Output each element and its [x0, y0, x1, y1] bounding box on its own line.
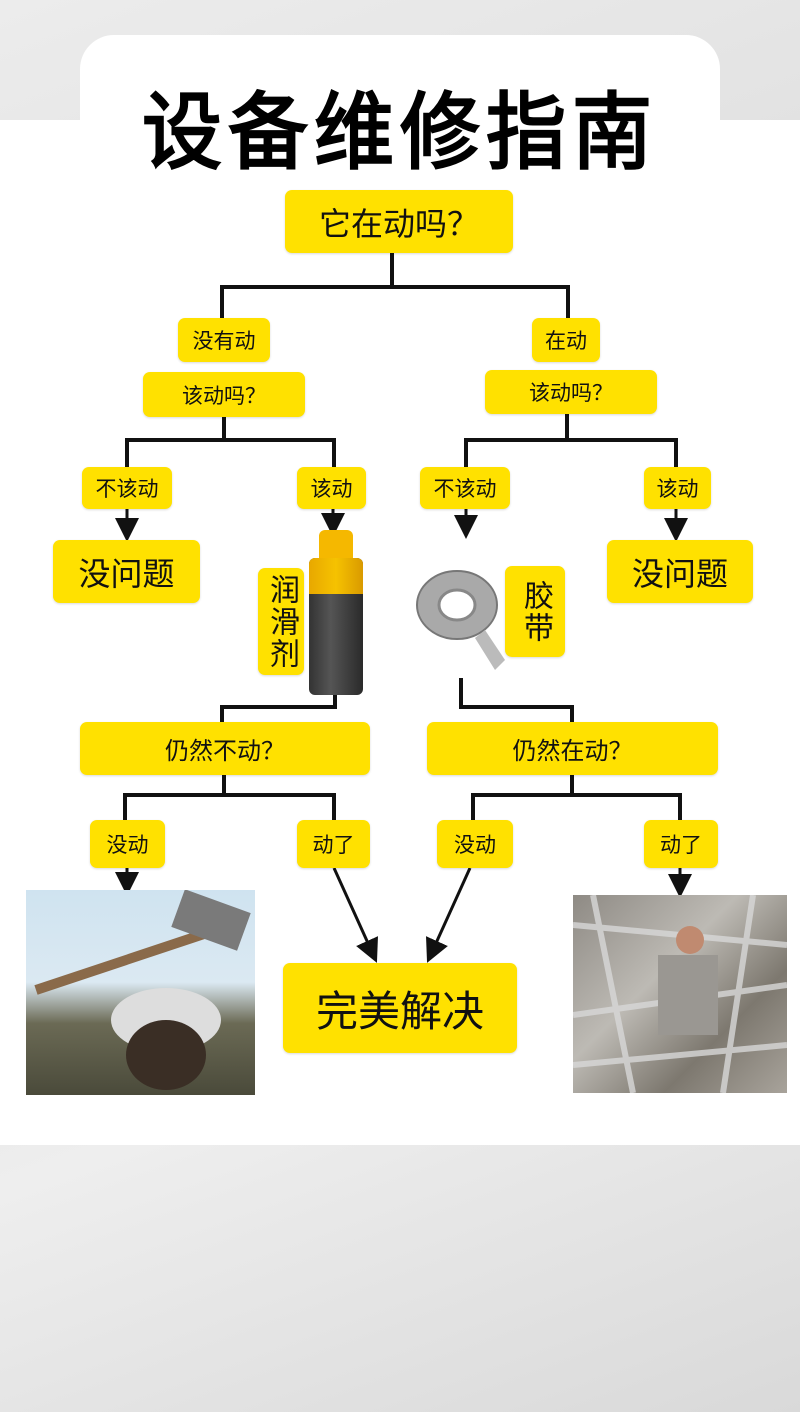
right-should-not-move: 不该动 [420, 467, 510, 509]
question-is-it-moving: 它在动吗？ [285, 190, 513, 253]
right-moved: 动了 [644, 820, 718, 868]
man-taped-to-wall-photo [573, 895, 787, 1093]
question-should-move-left: 该动吗？ [143, 372, 305, 417]
right-should-move: 该动 [644, 467, 711, 509]
right-not-moved: 没动 [437, 820, 513, 868]
sledgehammer-photo [26, 890, 255, 1095]
question-still-not-moving: 仍然不动？ [80, 722, 370, 775]
duct-tape-image [415, 560, 505, 670]
branch-not-moving: 没有动 [178, 318, 270, 362]
left-still-not-moved: 没动 [90, 820, 165, 868]
poster-title: 设备维修指南 [142, 84, 658, 182]
lubricant-label: 润滑剂 [258, 568, 304, 675]
left-should-not-move: 不该动 [82, 467, 172, 509]
left-no-problem: 没问题 [53, 540, 200, 603]
left-should-move: 该动 [297, 467, 366, 509]
lubricant-spray-can-image [309, 530, 363, 695]
branch-moving: 在动 [532, 318, 600, 362]
tape-label: 胶带 [505, 566, 565, 657]
question-still-moving: 仍然在动？ [427, 722, 718, 775]
result-perfectly-solved: 完美解决 [283, 963, 517, 1053]
question-should-move-right: 该动吗？ [485, 370, 657, 414]
left-moved: 动了 [297, 820, 370, 868]
right-no-problem: 没问题 [607, 540, 753, 603]
